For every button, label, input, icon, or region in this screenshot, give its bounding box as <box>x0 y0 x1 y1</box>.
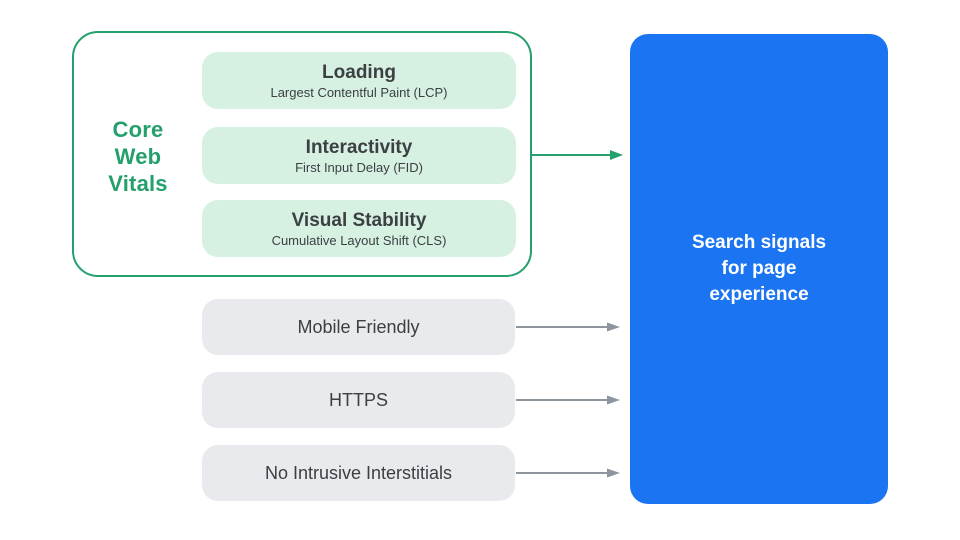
core-web-vitals-label: Core Web Vitals <box>72 116 204 197</box>
search-signals-text-line: experience <box>709 284 809 305</box>
vital-subtitle: First Input Delay (FID) <box>295 159 423 175</box>
vital-card-loading: Loading Largest Contentful Paint (LCP) <box>202 52 516 109</box>
signal-card-https: HTTPS <box>202 372 515 428</box>
vital-card-interactivity: Interactivity First Input Delay (FID) <box>202 127 516 184</box>
signal-label: Mobile Friendly <box>297 316 420 337</box>
arrow-core-web-vitals-icon <box>530 150 623 160</box>
signal-card-no-intrusive-interstitials: No Intrusive Interstitials <box>202 445 515 501</box>
vital-card-visual-stability: Visual Stability Cumulative Layout Shift… <box>202 200 516 257</box>
arrow-https-icon <box>516 395 620 405</box>
arrow-no-intrusive-interstitials-icon <box>516 468 620 478</box>
search-signals-text: Search signals for page experience <box>692 230 826 308</box>
signal-card-mobile-friendly: Mobile Friendly <box>202 299 515 355</box>
core-web-vitals-label-line: Core <box>112 117 164 142</box>
vital-title: Interactivity <box>305 136 413 158</box>
signal-label: HTTPS <box>328 389 388 410</box>
vital-subtitle: Cumulative Layout Shift (CLS) <box>271 232 447 248</box>
arrow-mobile-friendly-icon <box>516 322 620 332</box>
search-signals-text-line: for page <box>721 258 797 279</box>
vital-subtitle: Largest Contentful Paint (LCP) <box>270 84 448 100</box>
signal-label: No Intrusive Interstitials <box>264 462 453 483</box>
core-web-vitals-label-line: Web <box>114 144 162 169</box>
vital-title: Loading <box>322 61 396 83</box>
vital-title: Visual Stability <box>291 209 427 231</box>
core-web-vitals-label-line: Vitals <box>108 171 168 196</box>
search-signals-box: Search signals for page experience <box>630 34 888 504</box>
search-signals-text-line: Search signals <box>691 232 827 253</box>
